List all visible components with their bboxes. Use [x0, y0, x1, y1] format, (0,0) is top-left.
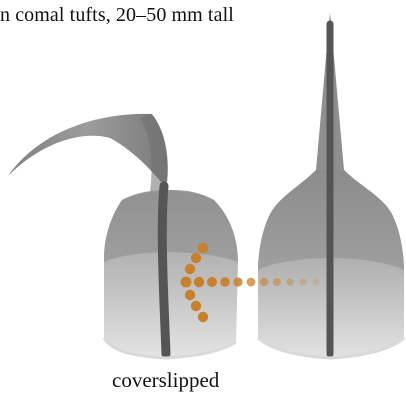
- straight-beak-achene: [258, 12, 404, 358]
- curved-beak: [8, 114, 167, 188]
- arrow-dot: [191, 253, 201, 263]
- left-midrib: [162, 186, 166, 354]
- arrow-dot: [185, 264, 195, 274]
- arrow-dot: [233, 277, 242, 286]
- arrow-dot: [198, 243, 208, 253]
- arrow-dot: [273, 278, 281, 286]
- arrow-dot: [207, 277, 217, 287]
- arrow-dot: [194, 277, 204, 287]
- arrow-dot: [181, 277, 192, 288]
- arrow-dot: [185, 290, 195, 300]
- arrow-dot: [260, 278, 268, 286]
- arrow-dot: [299, 278, 306, 285]
- arrow-dot: [198, 312, 208, 322]
- arrow-dot: [191, 301, 201, 311]
- arrow-dot: [313, 279, 320, 286]
- arrow-dot: [286, 278, 294, 286]
- bottom-caption: coverslipped: [112, 368, 219, 393]
- arrow-dot: [247, 278, 256, 287]
- arrow-dot: [220, 277, 230, 287]
